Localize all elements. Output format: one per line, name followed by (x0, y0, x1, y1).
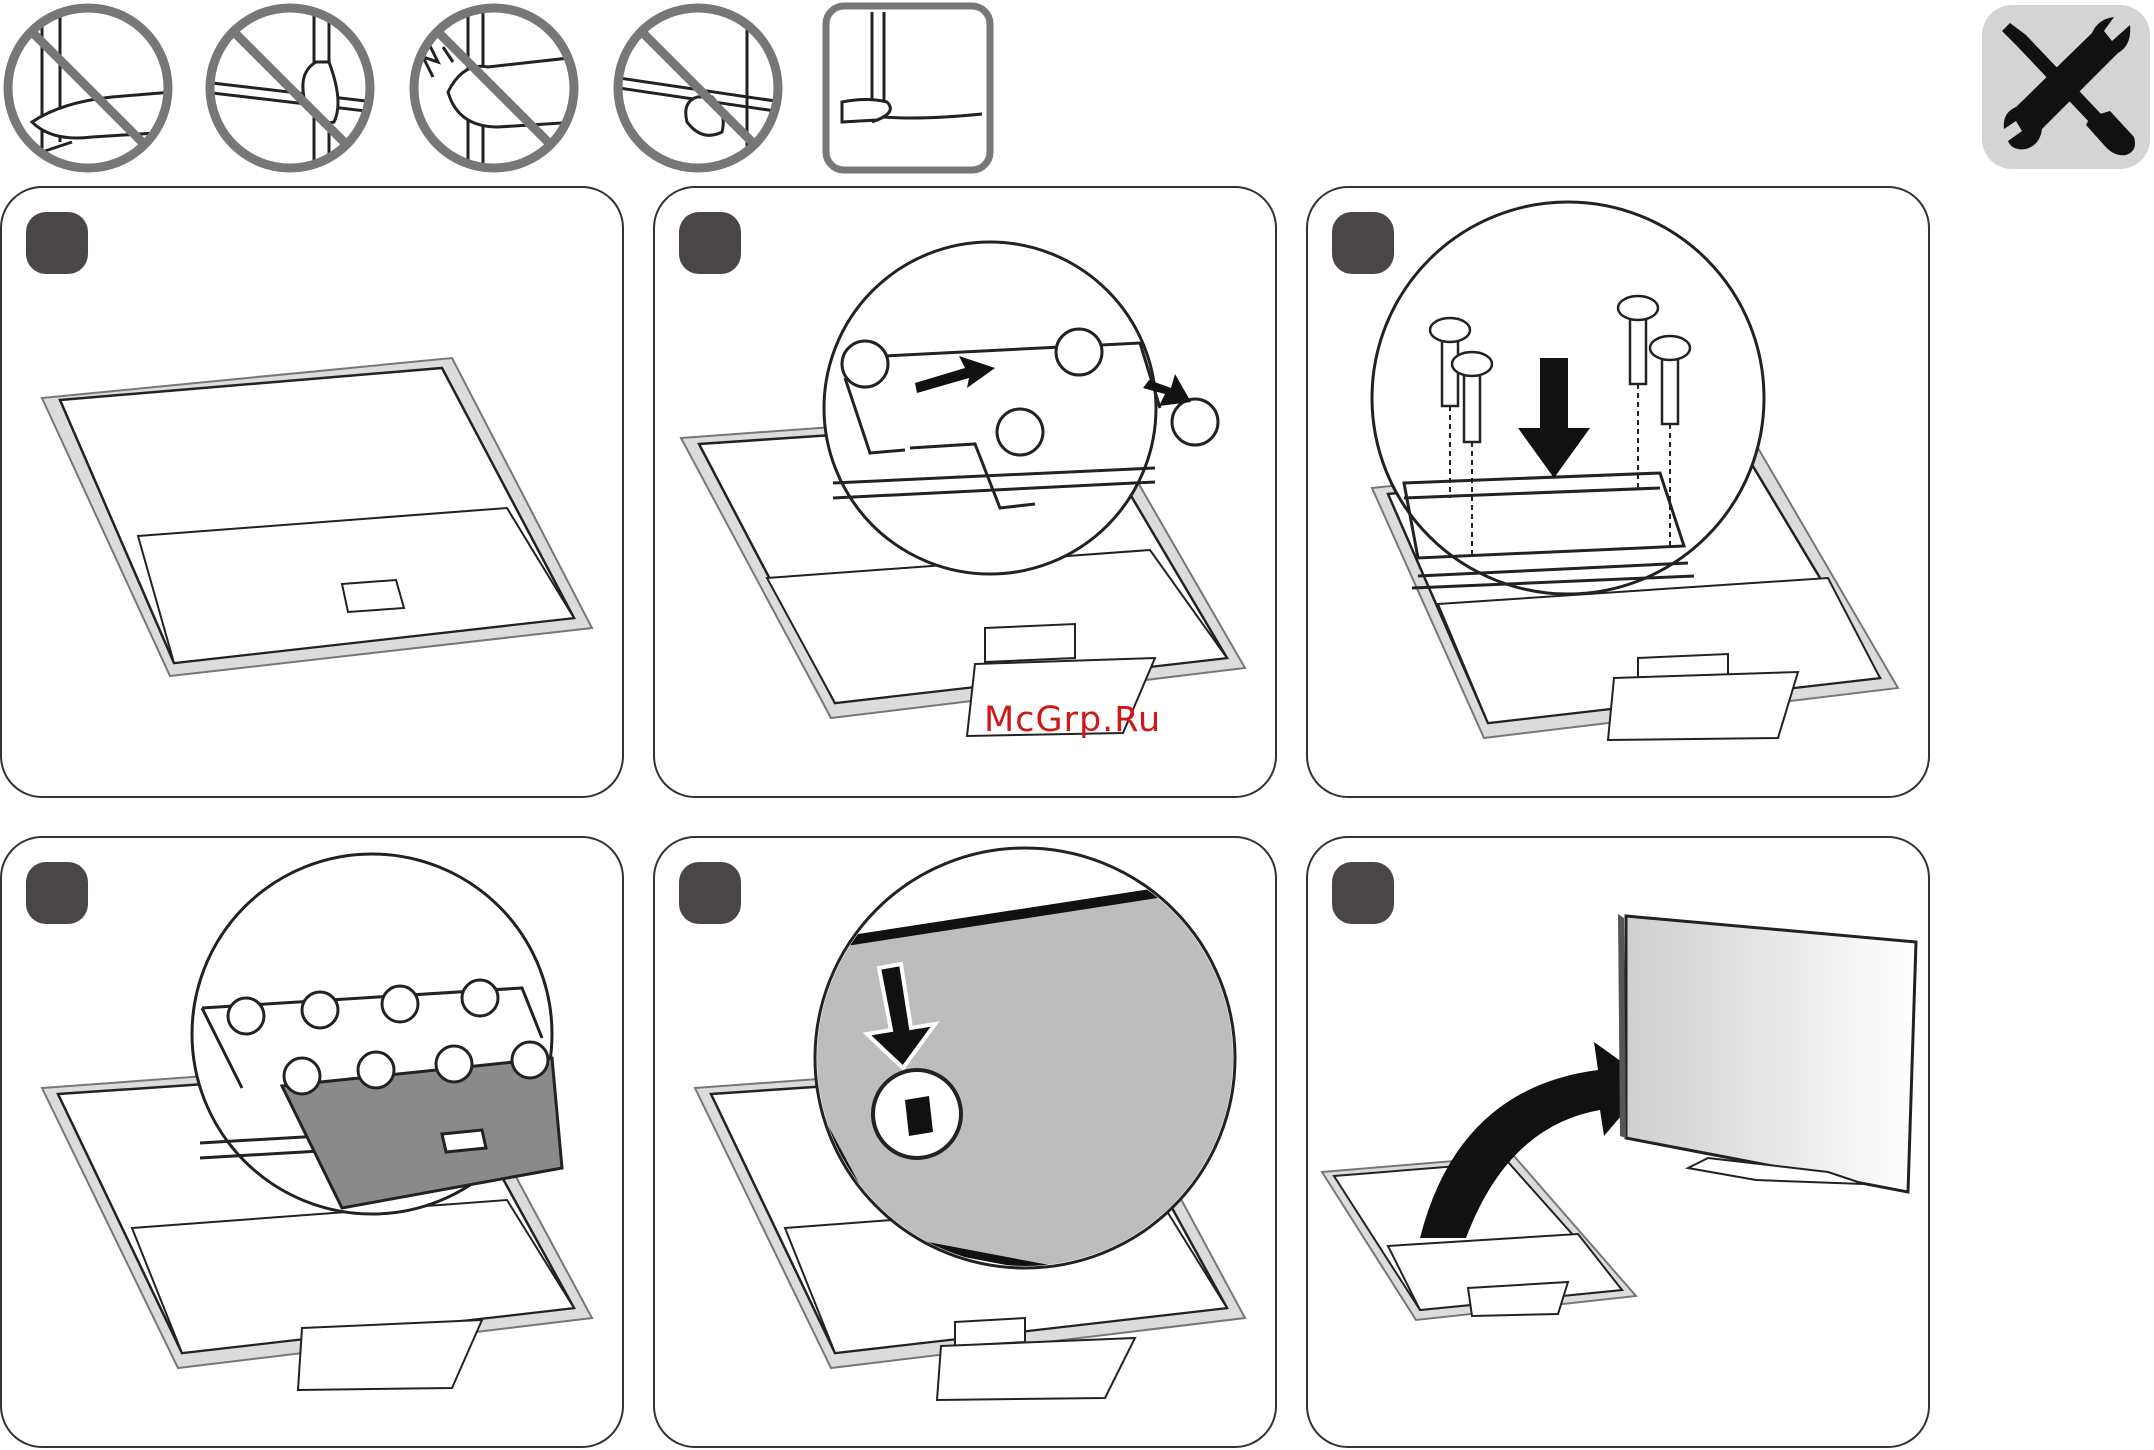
no-lift-by-stand-icon (612, 2, 787, 177)
watermark-text: McGrp.Ru (984, 700, 1161, 740)
cover-clips-icon (2, 838, 624, 1448)
screws-icon (1308, 188, 1930, 798)
snap-arrow-icon (655, 838, 1277, 1448)
step-panel-4 (0, 836, 624, 1448)
step-panel-3 (1306, 186, 1930, 798)
screwdriver-and-wrench-icon (1982, 5, 2150, 169)
no-lift-by-bottom-icon (2, 2, 177, 177)
step-panel-2 (653, 186, 1277, 798)
support-from-below-icon (822, 2, 997, 177)
tools-tile (1982, 5, 2150, 169)
tv-upright-icon (1308, 838, 1930, 1448)
no-grip-edge-icon (204, 2, 379, 177)
bracket-hooks-icon (655, 188, 1277, 798)
step-panel-5 (653, 836, 1277, 1448)
step-panel-6 (1306, 836, 1930, 1448)
tv-back-icon (2, 188, 624, 798)
no-squeeze-panel-icon (408, 2, 583, 177)
step-panel-1 (0, 186, 624, 798)
